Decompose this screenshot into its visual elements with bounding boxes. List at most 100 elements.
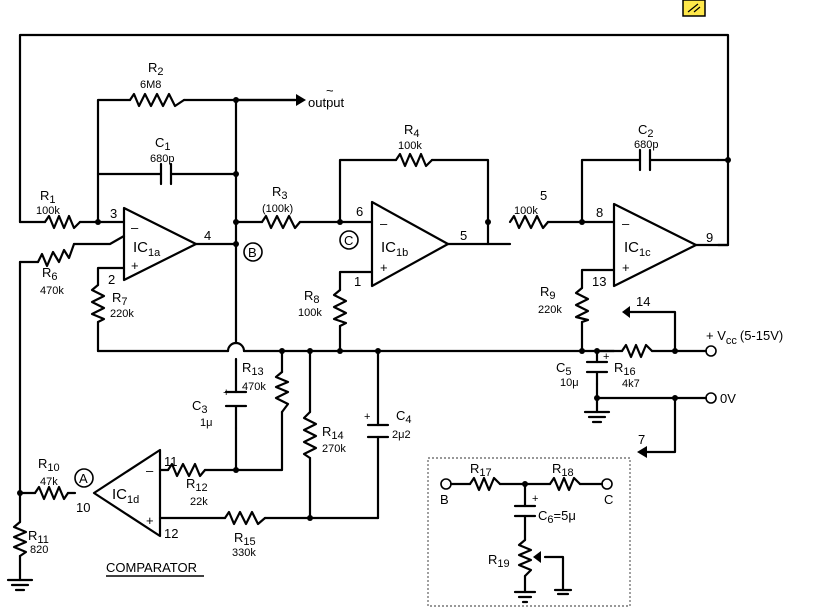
resistor-r15 xyxy=(223,510,267,526)
resistor-r4 xyxy=(394,152,434,168)
svg-text:R15: R15 xyxy=(234,530,256,548)
resistor-r12 xyxy=(166,462,207,478)
capacitor-c3 xyxy=(224,390,248,430)
svg-text:R11: R11 xyxy=(28,528,49,546)
capacitors: + + + xyxy=(159,148,652,439)
resistor-r1 xyxy=(43,214,82,230)
capacitor-c4 xyxy=(366,423,390,439)
resistor-r17 xyxy=(468,476,502,492)
comparator-caption: COMPARATOR xyxy=(106,560,197,575)
pin7-arrow-icon xyxy=(637,446,647,458)
pin-14: 14 xyxy=(636,294,650,309)
svg-text:C1: C1 xyxy=(155,135,171,153)
vcc-terminal xyxy=(705,345,717,357)
svg-text:220k: 220k xyxy=(110,308,134,320)
resistor-r2 xyxy=(128,92,186,108)
svg-text:R17: R17 xyxy=(470,461,492,479)
inset-terminal-c xyxy=(601,478,613,490)
capacitor-c6 xyxy=(513,504,537,518)
pin-6: 6 xyxy=(356,204,363,219)
svg-text:22k: 22k xyxy=(190,496,208,508)
capacitor-c2 xyxy=(638,148,652,172)
component-labels: R1 100k R2 6M8 C1 680p R3 (100k) R4 100k… xyxy=(28,60,658,559)
svg-text:R10: R10 xyxy=(38,456,60,474)
c3-plus: + xyxy=(223,387,229,399)
ic1b-label: IC1b xyxy=(381,239,408,259)
resistor-r18 xyxy=(548,476,582,492)
svg-text:470k: 470k xyxy=(40,285,64,297)
ic1a-label: IC1a xyxy=(133,239,161,259)
svg-text:C6=5μ: C6=5μ xyxy=(538,508,576,526)
pin-8: 8 xyxy=(596,205,603,220)
capacitor-c5 xyxy=(585,360,609,386)
svg-text:R8: R8 xyxy=(304,288,320,306)
svg-text:R3: R3 xyxy=(272,184,288,202)
inset-node-b: B xyxy=(440,492,449,507)
node-c-label: C xyxy=(344,233,353,248)
svg-text:100k: 100k xyxy=(398,140,422,152)
pin14-arrow-icon xyxy=(622,306,630,318)
svg-text:470k: 470k xyxy=(242,381,266,393)
svg-text:680p: 680p xyxy=(150,153,174,165)
vcc-label: + Vcc(5-15V) xyxy=(706,328,783,347)
resistor-r19 xyxy=(517,538,533,578)
pin-10: 10 xyxy=(76,500,90,515)
svg-text:R4: R4 xyxy=(404,122,420,140)
inset-alternative-circuit: + B C R17 R18 C6=5μ R19 xyxy=(427,457,631,607)
wiper-arrow-icon xyxy=(533,551,541,563)
opamp-ic1b xyxy=(370,200,450,288)
node-a-label: A xyxy=(79,471,88,486)
svg-text:R18: R18 xyxy=(552,461,574,479)
svg-text:R1: R1 xyxy=(40,188,56,206)
ic1c-label: IC1c xyxy=(624,239,651,259)
output-tilde: ~ xyxy=(326,83,334,98)
svg-text:5: 5 xyxy=(540,188,547,203)
ic1c-minus: – xyxy=(622,216,630,231)
resistor-r11 xyxy=(12,520,28,558)
node-markers: B C A xyxy=(74,230,359,488)
resistor-r10 xyxy=(33,485,70,501)
node-a-circle xyxy=(74,468,94,488)
svg-text:820: 820 xyxy=(30,544,48,556)
pin-5: 5 xyxy=(460,228,467,243)
c5-plus: + xyxy=(603,351,609,363)
c4-plus: + xyxy=(364,411,370,423)
ic1d-plus: + xyxy=(146,513,154,528)
resistor-r13 xyxy=(274,370,290,414)
wire-crossover xyxy=(226,341,246,353)
opamp-ic1d xyxy=(92,448,162,538)
resistors xyxy=(12,92,654,558)
inset-terminal-b xyxy=(440,478,452,490)
resistor-r16 xyxy=(620,343,654,359)
corner-tag-icon xyxy=(682,0,706,17)
pin-3: 3 xyxy=(110,206,117,221)
svg-text:R14: R14 xyxy=(322,424,344,442)
node-c-circle xyxy=(339,230,359,250)
svg-text:4k7: 4k7 xyxy=(622,378,640,390)
ic1c-plus: + xyxy=(622,260,630,275)
ic1a-minus: – xyxy=(131,220,139,235)
svg-text:6M8: 6M8 xyxy=(140,79,161,91)
svg-text:(100k): (100k) xyxy=(262,203,293,215)
capacitor-c1 xyxy=(159,162,173,186)
ic1d-minus: – xyxy=(146,463,154,478)
pin-2: 2 xyxy=(108,272,115,287)
ic1a-plus: + xyxy=(131,258,139,273)
svg-text:220k: 220k xyxy=(538,304,562,316)
ic1d-label: IC1d xyxy=(112,486,139,506)
svg-text:R6: R6 xyxy=(42,265,58,283)
inset-node-c: C xyxy=(604,492,613,507)
pin-12: 12 xyxy=(164,526,178,541)
svg-text:R12: R12 xyxy=(186,476,208,494)
opamp-ic1c xyxy=(612,202,698,288)
svg-text:100k: 100k xyxy=(36,205,60,217)
resistor-r6 xyxy=(36,242,76,268)
pin-numbers: 3 2 4 6 1 5 8 13 9 14 7 11 12 10 xyxy=(76,204,713,541)
resistor-r7 xyxy=(90,283,106,324)
svg-text:R13: R13 xyxy=(242,360,264,378)
pin-11: 11 xyxy=(164,454,178,469)
svg-text:R9: R9 xyxy=(540,284,556,302)
svg-text:C4: C4 xyxy=(396,408,412,426)
svg-text:C3: C3 xyxy=(192,398,208,416)
